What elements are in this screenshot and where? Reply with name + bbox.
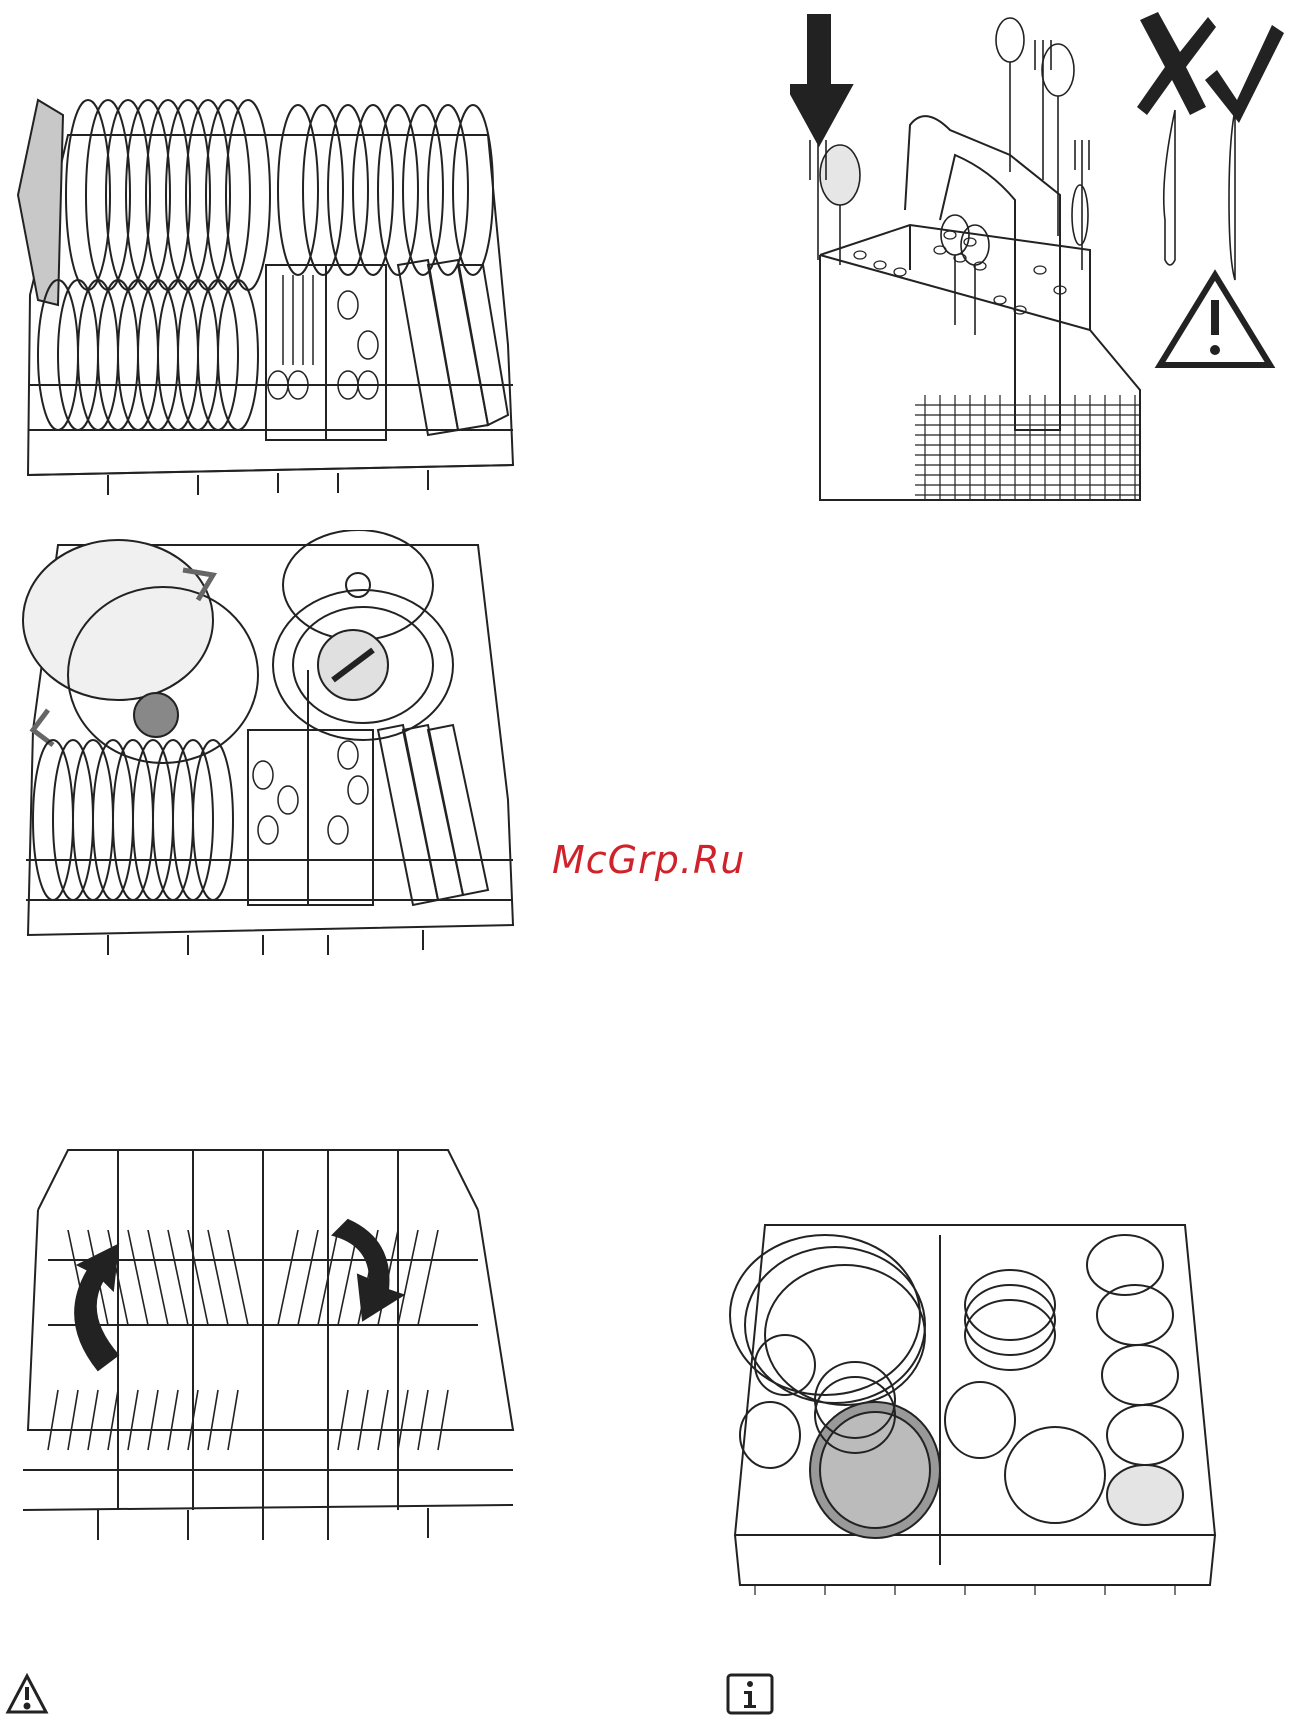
upper-basket-cups-illustration xyxy=(725,1205,1220,1600)
cutlery-basket-illustration xyxy=(790,10,1290,510)
folding-plate-racks-illustration xyxy=(8,1130,518,1570)
check-mark-icon xyxy=(1205,25,1284,123)
lower-basket-plates-illustration xyxy=(8,85,518,505)
lower-basket-pots-illustration xyxy=(8,530,518,970)
cross-mark-icon xyxy=(1137,12,1216,115)
arrow-down-icon xyxy=(790,15,852,145)
warning-icon xyxy=(1160,275,1270,365)
warning-icon xyxy=(5,1673,49,1715)
watermark: McGrp.Ru xyxy=(552,838,745,882)
info-icon xyxy=(725,1672,775,1716)
